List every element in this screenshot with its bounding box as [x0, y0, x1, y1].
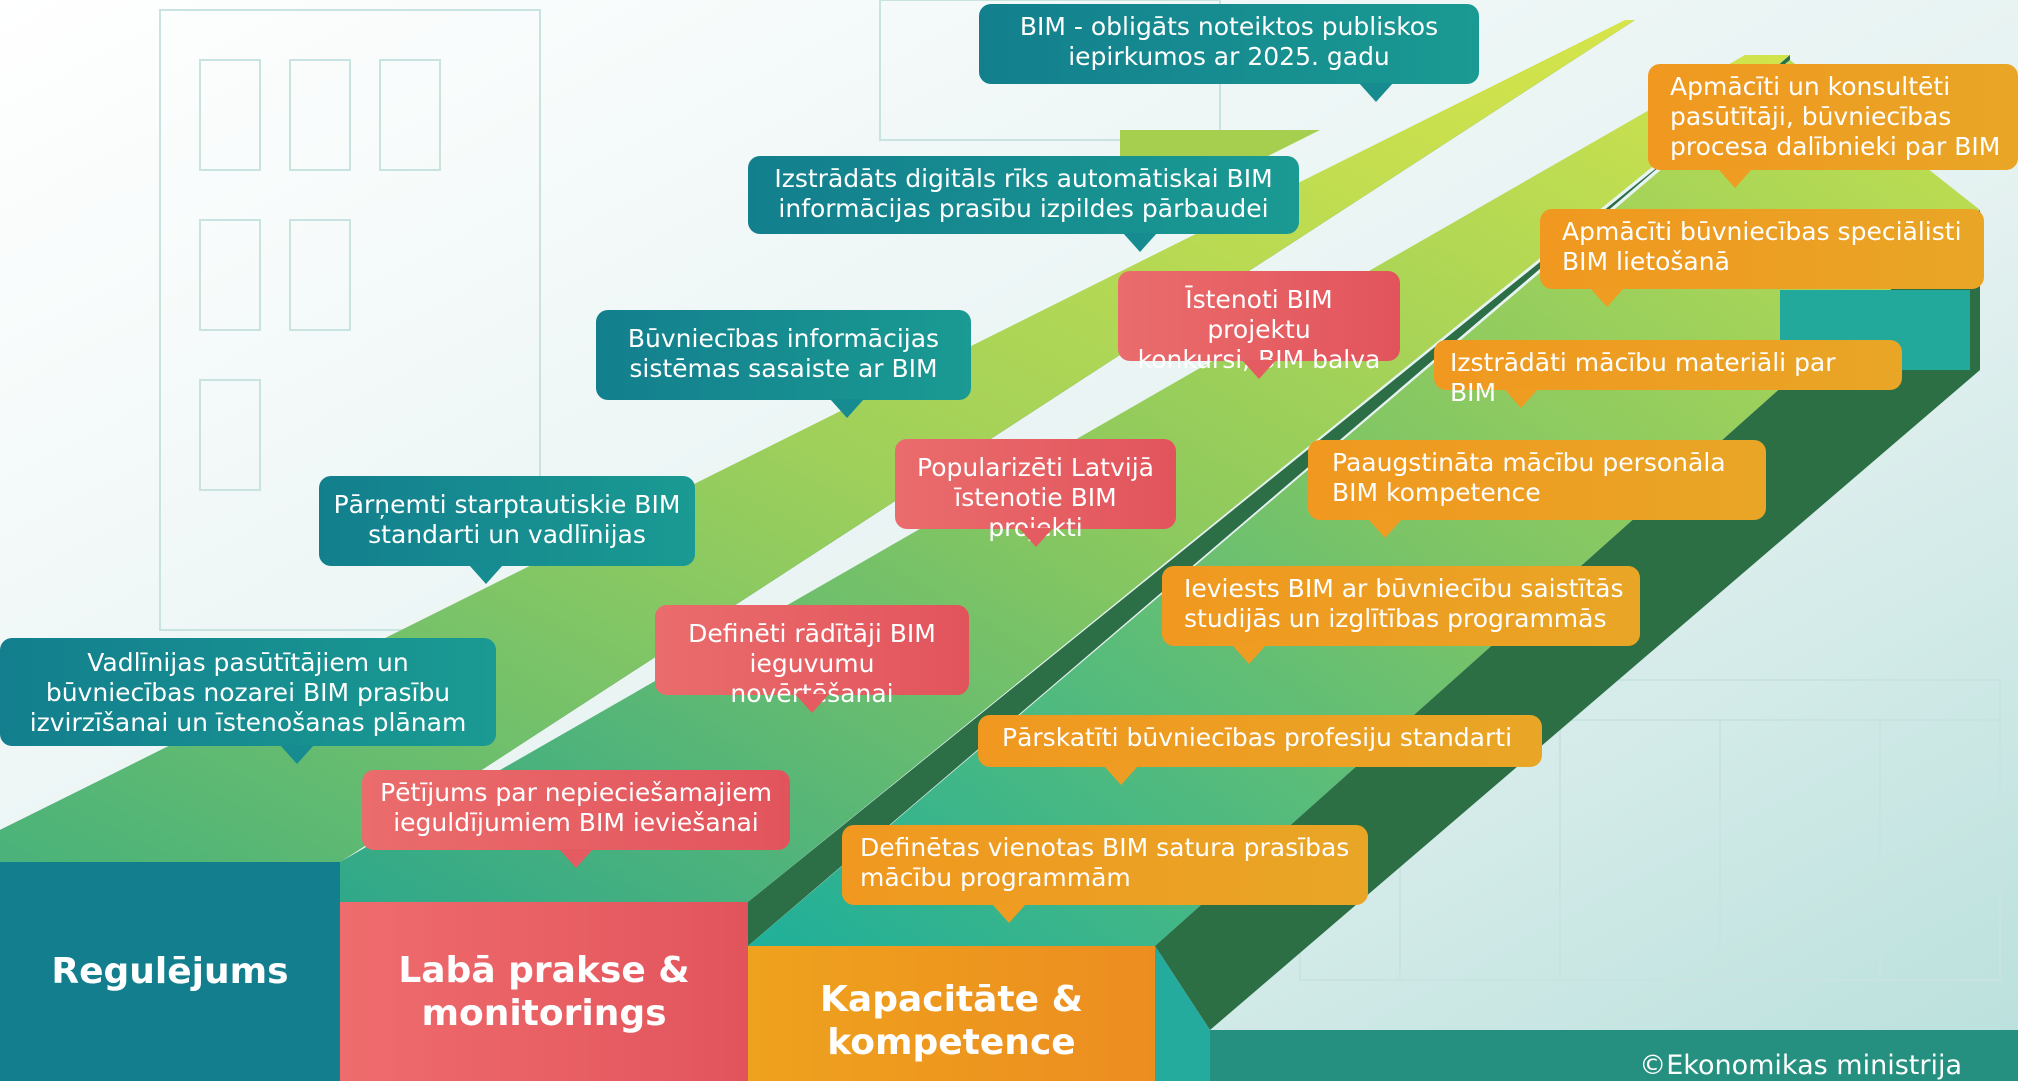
practice-item-1-text: Īstenoti BIM projektu konkursi, BIM balv…: [1137, 285, 1381, 374]
bubble-tail-icon: [1590, 288, 1624, 307]
column-laba-prakse-label: Labā prakse & monitorings: [398, 949, 690, 1034]
column-kapacitate: Kapacitāte & kompetence: [748, 946, 1155, 1081]
regulation-item-1-text: BIM - obligāts noteiktos publiskos iepir…: [1019, 12, 1439, 71]
copyright-credit: ©Ekonomikas ministrija: [1639, 1050, 1962, 1081]
regulation-item-3-text: Būvniecības informācijas sistēmas sasais…: [627, 324, 940, 383]
bubble-tail-icon: [992, 904, 1026, 923]
practice-item-3-text: Definēti rādītāji BIM ieguvumu novērtēša…: [688, 619, 936, 708]
capacity-item-5: Ieviests BIM ar būvniecību saistītās stu…: [1162, 566, 1640, 664]
capacity-item-1-text: Apmācīti un konsultēti pasūtītāji, būvni…: [1670, 72, 2001, 161]
regulation-item-5: Vadlīnijas pasūtītājiem un būvniecības n…: [0, 638, 496, 764]
capacity-item-3: Izstrādāti mācību materiāli par BIM: [1434, 340, 1902, 408]
capacity-item-6: Pārskatīti būvniecības profesiju standar…: [978, 715, 1542, 785]
capacity-item-5-text: Ieviests BIM ar būvniecību saistītās stu…: [1184, 574, 1624, 633]
capacity-item-2: Apmācīti būvniecības speciālisti BIM lie…: [1540, 209, 1984, 307]
bubble-tail-icon: [1019, 528, 1053, 547]
bubble-tail-icon: [280, 745, 314, 764]
bubble-tail-icon: [469, 565, 503, 584]
regulation-item-5-text: Vadlīnijas pasūtītājiem un būvniecības n…: [29, 648, 467, 737]
regulation-item-3: Būvniecības informācijas sistēmas sasais…: [596, 310, 971, 418]
bubble-tail-icon: [1232, 645, 1266, 664]
bubble-tail-icon: [559, 849, 593, 868]
regulation-item-1: BIM - obligāts noteiktos publiskos iepir…: [979, 4, 1479, 102]
bubble-tail-icon: [1368, 519, 1402, 538]
capacity-item-4: Paaugstināta mācību personāla BIM kompet…: [1308, 440, 1766, 538]
bubble-tail-icon: [1242, 360, 1276, 379]
regulation-item-4: Pārņemti starptautiskie BIM standarti un…: [319, 476, 695, 584]
column-kapacitate-label: Kapacitāte & kompetence: [820, 978, 1083, 1063]
practice-item-3: Definēti rādītāji BIM ieguvumu novērtēša…: [655, 605, 969, 713]
bubble-tail-icon: [1504, 389, 1538, 408]
bubble-tail-icon: [830, 399, 864, 418]
column-laba-prakse: Labā prakse & monitorings: [340, 902, 748, 1081]
capacity-item-2-text: Apmācīti būvniecības speciālisti BIM lie…: [1562, 217, 1962, 276]
capacity-item-7: Definētas vienotas BIM satura prasības m…: [842, 825, 1368, 923]
practice-item-1: Īstenoti BIM projektu konkursi, BIM balv…: [1118, 271, 1400, 379]
practice-item-2: Popularizēti Latvijā īstenotie BIM proje…: [895, 439, 1176, 547]
practice-item-4: Pētījums par nepieciešamajiem ieguldījum…: [362, 770, 790, 868]
bubble-tail-icon: [795, 694, 829, 713]
capacity-item-1: Apmācīti un konsultēti pasūtītāji, būvni…: [1648, 64, 2018, 188]
bubble-tail-icon: [1123, 233, 1157, 252]
regulation-item-2-text: Izstrādāts digitāls rīks automātiskai BI…: [774, 164, 1273, 223]
regulation-item-4-text: Pārņemti starptautiskie BIM standarti un…: [333, 490, 681, 549]
bubble-tail-icon: [1718, 169, 1752, 188]
capacity-item-7-text: Definētas vienotas BIM satura prasības m…: [860, 833, 1350, 892]
bubble-tail-icon: [1104, 766, 1138, 785]
bubble-tail-icon: [1359, 83, 1393, 102]
regulation-item-2: Izstrādāts digitāls rīks automātiskai BI…: [748, 156, 1299, 252]
capacity-item-3-text: Izstrādāti mācību materiāli par BIM: [1450, 348, 1836, 407]
column-regulejums-label: Regulējums: [51, 951, 289, 992]
column-regulejums: Regulējums: [0, 862, 340, 1081]
capacity-item-4-text: Paaugstināta mācību personāla BIM kompet…: [1332, 448, 1726, 507]
capacity-item-6-text: Pārskatīti būvniecības profesiju standar…: [1002, 723, 1513, 752]
practice-item-4-text: Pētījums par nepieciešamajiem ieguldījum…: [380, 778, 772, 837]
